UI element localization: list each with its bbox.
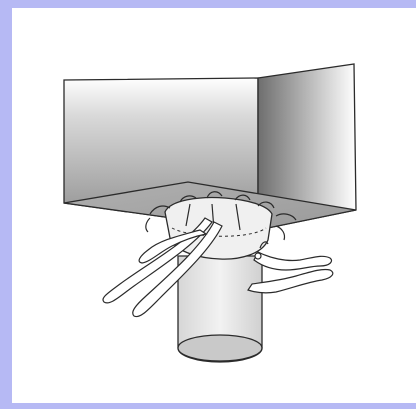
- pipe-opening: [178, 335, 262, 361]
- strap-buckle: [255, 253, 261, 259]
